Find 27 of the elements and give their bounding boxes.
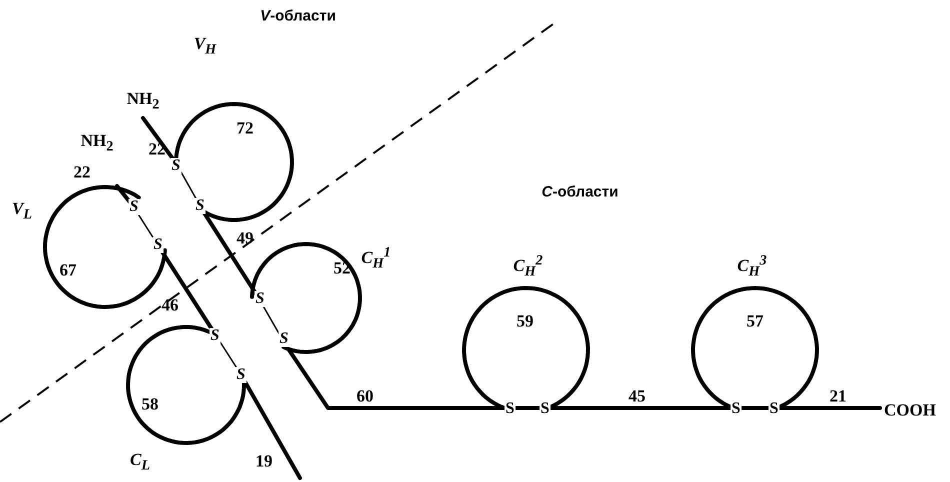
residue-count: 59 xyxy=(516,312,534,330)
domain-label: V$_{L}$ xyxy=(12,200,32,222)
disulfide-label: S xyxy=(152,237,164,253)
disulfide-label: S xyxy=(170,158,182,174)
residue-count: 60 xyxy=(356,388,374,404)
residue-count: 57 xyxy=(746,312,764,330)
disulfide-label: S xyxy=(194,198,206,214)
terminus-label: NH$_{2}$ xyxy=(80,132,114,154)
disulfide-label: S xyxy=(254,291,266,307)
terminus-label: COOH xyxy=(884,402,936,418)
residue-count: 58 xyxy=(142,396,158,412)
domain-label: C$_{L}$ xyxy=(130,451,150,473)
disulfide-label: S xyxy=(210,328,220,344)
disulfide-label: S xyxy=(128,199,140,215)
region-label: C-области xyxy=(542,184,618,200)
disulfide-label: S xyxy=(236,367,246,383)
disulfide-label: S xyxy=(278,331,290,347)
domain-label: V$_{H}$ xyxy=(194,35,216,57)
residue-count: 46 xyxy=(162,296,178,314)
region-label: V-области xyxy=(260,8,336,24)
residue-count: 21 xyxy=(830,388,846,404)
residue-count: 45 xyxy=(628,388,646,404)
residue-count: 19 xyxy=(256,452,272,470)
residue-count: 67 xyxy=(60,262,76,278)
terminus-label: NH$_{2}$ xyxy=(126,90,160,112)
residue-count: 72 xyxy=(236,120,254,136)
residue-count: 22 xyxy=(74,164,90,180)
